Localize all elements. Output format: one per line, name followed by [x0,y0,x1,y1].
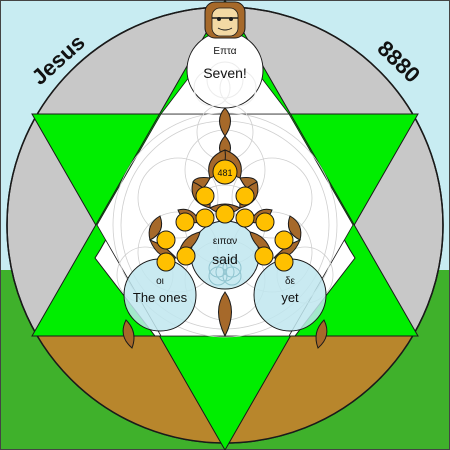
top-english-label: Seven! [203,65,247,81]
top-circle-pattern [193,61,257,107]
top-greek-label: Επτα [213,46,236,57]
gold-circles [156,159,294,272]
right-english-label: yet [281,290,299,305]
left-english-label: The ones [133,290,188,305]
center-greek-label: ειπαν [213,236,237,247]
left-greek-label: οι [156,276,164,287]
face-icon [204,1,246,39]
center-english-label: said [212,251,238,267]
center-flower-icon [208,258,242,286]
top-circle-number: 481 [217,168,232,178]
right-greek-label: δε [285,276,296,287]
